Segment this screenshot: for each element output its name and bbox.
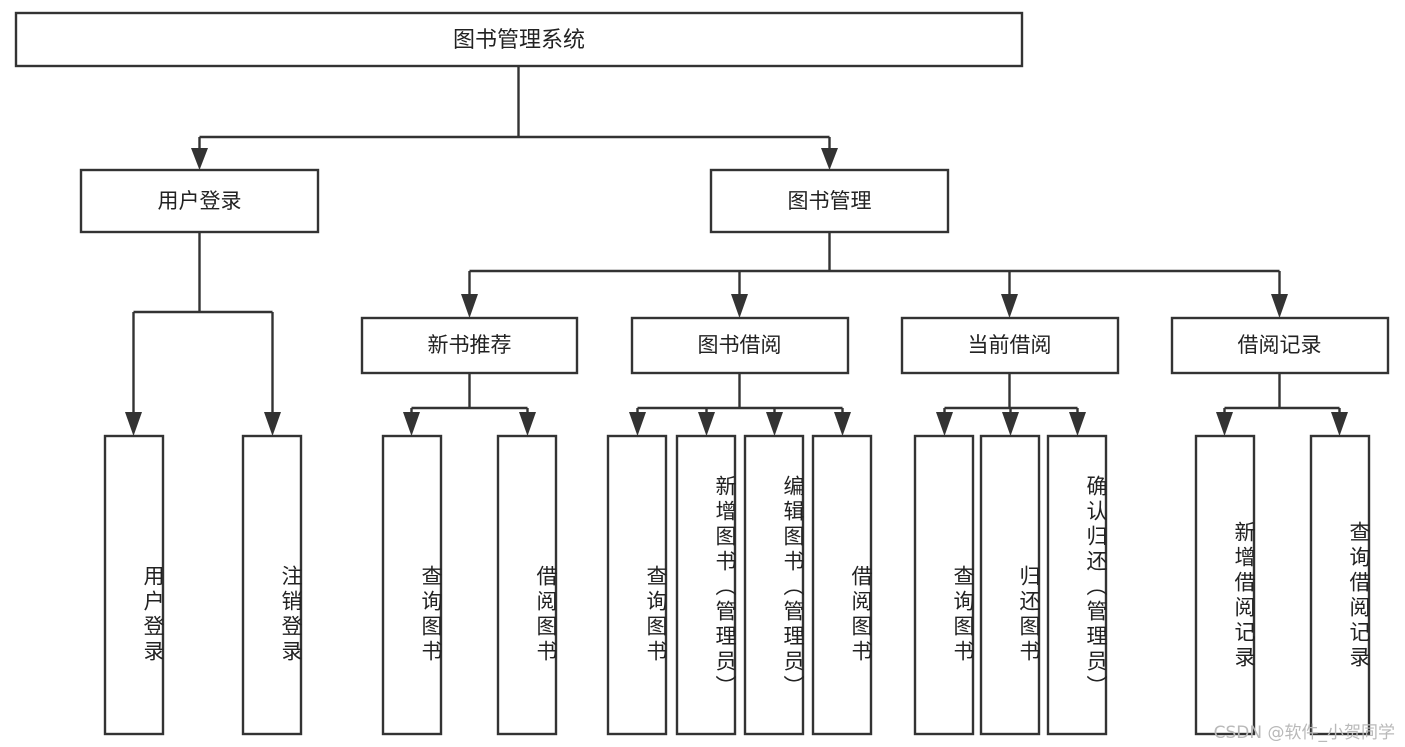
- leaf-current-borrow-1-box[interactable]: [913, 434, 975, 736]
- arrow-to-user-login: [191, 148, 208, 170]
- node-current-borrow[interactable]: 当前借阅: [900, 316, 1120, 375]
- arrow-new-book-leaf-2: [519, 412, 536, 436]
- leaf-book-borrow-4-box[interactable]: [811, 434, 873, 736]
- node-new-book-recommend-label: 新书推荐: [428, 333, 512, 357]
- arrow-current-borrow-leaf-2: [1002, 412, 1019, 436]
- node-borrow-record[interactable]: 借阅记录: [1170, 316, 1390, 375]
- node-book-manage-label: 图书管理: [788, 189, 872, 213]
- node-user-login[interactable]: 用户登录: [79, 168, 320, 234]
- node-user-login-label: 用户登录: [158, 189, 242, 213]
- arrow-book-borrow-leaf-1: [629, 412, 646, 436]
- leaf-borrow-record-2-box[interactable]: [1309, 434, 1371, 736]
- arrow-to-borrow-record: [1271, 294, 1288, 318]
- leaf-book-borrow-1-box[interactable]: [606, 434, 668, 736]
- node-root-box[interactable]: [14, 11, 1024, 68]
- leaf-new-book-1-box[interactable]: [381, 434, 443, 736]
- leaf-current-borrow-3-box[interactable]: [1046, 434, 1108, 736]
- csdn-watermark: CSDN @软件_小贺同学: [1213, 723, 1395, 743]
- arrow-book-borrow-leaf-4: [834, 412, 851, 436]
- node-book-borrow-box[interactable]: [630, 316, 850, 375]
- node-borrow-record-label: 借阅记录: [1238, 333, 1322, 357]
- node-book-borrow-label: 图书借阅: [698, 333, 782, 357]
- arrow-book-borrow-leaf-3: [766, 412, 783, 436]
- node-user-login-box[interactable]: [79, 168, 320, 234]
- node-new-book-recommend-box[interactable]: [360, 316, 579, 375]
- node-book-borrow[interactable]: 图书借阅: [630, 316, 850, 375]
- node-root[interactable]: 图书管理系统: [14, 11, 1024, 68]
- leaf-user-login-1-box[interactable]: [103, 434, 165, 736]
- leaf-book-borrow-3-box[interactable]: [743, 434, 805, 736]
- node-borrow-record-box[interactable]: [1170, 316, 1390, 375]
- leaf-current-borrow-2-box[interactable]: [979, 434, 1041, 736]
- connector-group: [125, 66, 1348, 436]
- arrow-to-book-manage: [821, 148, 838, 170]
- node-book-manage-box[interactable]: [709, 168, 950, 234]
- arrow-new-book-leaf-1: [403, 412, 420, 436]
- arrow-borrow-record-leaf-1: [1216, 412, 1233, 436]
- node-root-label: 图书管理系统: [453, 28, 585, 53]
- node-current-borrow-box[interactable]: [900, 316, 1120, 375]
- arrow-book-borrow-leaf-2: [698, 412, 715, 436]
- node-book-manage[interactable]: 图书管理: [709, 168, 950, 234]
- node-new-book-recommend[interactable]: 新书推荐: [360, 316, 579, 375]
- leaf-new-book-2-box[interactable]: [496, 434, 558, 736]
- arrow-to-new-book: [461, 294, 478, 318]
- node-current-borrow-label: 当前借阅: [968, 333, 1052, 357]
- arrow-borrow-record-leaf-2: [1331, 412, 1348, 436]
- leaf-borrow-record-1-box[interactable]: [1194, 434, 1256, 736]
- arrow-to-book-borrow: [731, 294, 748, 318]
- arrow-user-login-leaf-2: [264, 412, 281, 436]
- leaf-user-login-2-box[interactable]: [241, 434, 303, 736]
- leaf-book-borrow-2-box[interactable]: [675, 434, 737, 736]
- arrow-user-login-leaf-1: [125, 412, 142, 436]
- arrow-current-borrow-leaf-1: [936, 412, 953, 436]
- arrow-to-current-borrow: [1001, 294, 1018, 318]
- arrow-current-borrow-leaf-3: [1069, 412, 1086, 436]
